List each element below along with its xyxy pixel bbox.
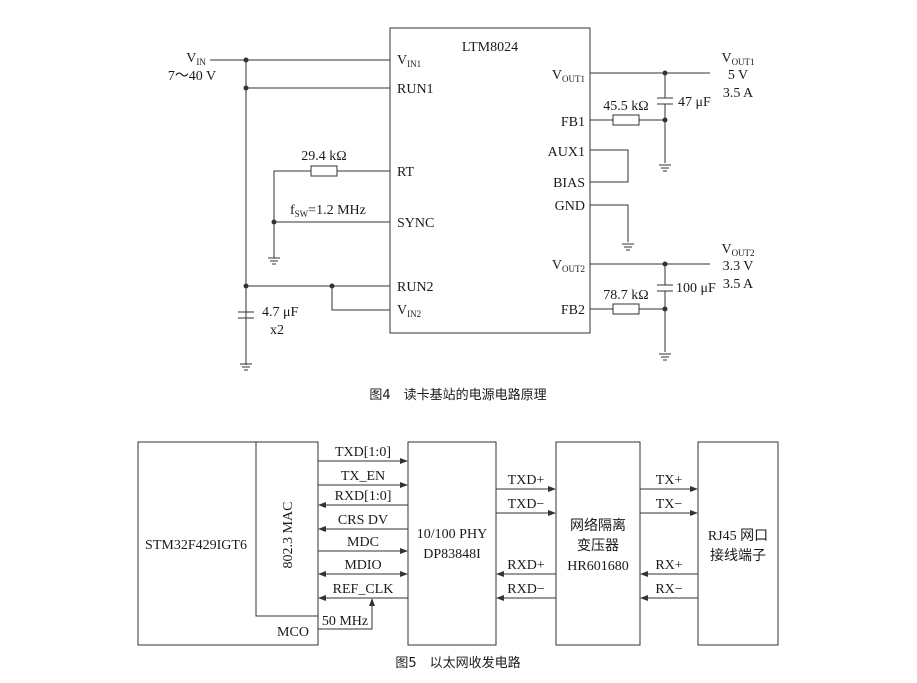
pin-vout2: VOUT2 — [552, 258, 585, 274]
junction-run1 — [243, 85, 249, 91]
rj45-label-line1: RJ45 网口 — [708, 529, 768, 544]
vin2-wire — [331, 286, 390, 311]
fsw-label: fSW=1.2 MHz — [290, 203, 366, 219]
signal-rxd: RXD[1:0] — [335, 489, 392, 504]
signal-txd: TXD[1:0] — [335, 445, 391, 460]
figure-4-caption: 图4 读卡基站的电源电路原理 — [369, 387, 546, 403]
pin-fb2: FB2 — [561, 303, 585, 318]
pin-rt: RT — [397, 165, 414, 180]
junction-sync — [271, 219, 277, 225]
ground-symbol-out2 — [659, 353, 671, 361]
pin-vin2: VIN2 — [397, 303, 421, 319]
signal-mdio: MDIO — [344, 558, 381, 573]
signal-tx-minus: TX− — [656, 497, 683, 512]
transformer-label-line2: 变压器 — [577, 538, 619, 554]
ground-symbol-cin — [240, 363, 252, 371]
output1-capacitor — [657, 73, 673, 163]
signal-tx-plus: TX+ — [656, 473, 683, 488]
junction-fb2 — [662, 306, 668, 312]
ground-symbol-rt — [268, 257, 280, 265]
fb2-resistor-value: 78.7 kΩ — [603, 288, 648, 303]
junction-vin2 — [329, 283, 335, 289]
pin-bias: BIAS — [553, 176, 585, 191]
signal-rx-minus: RX− — [655, 582, 682, 597]
chip-label: LTM8024 — [462, 40, 518, 55]
phy-label-line1: 10/100 PHY — [417, 527, 487, 542]
mco-label: MCO — [277, 625, 309, 640]
signal-tx-en: TX_EN — [341, 469, 385, 484]
mii-signal-lines — [318, 458, 408, 630]
vin-label: VIN — [186, 51, 206, 67]
phy-label-line2: DP83848I — [423, 547, 481, 562]
mac-block — [255, 441, 319, 617]
out2-voltage-label: 3.3 V — [723, 259, 754, 274]
signal-rxd-plus: RXD+ — [507, 558, 545, 573]
output2-capacitor — [657, 264, 673, 352]
signal-rxd-minus: RXD− — [507, 582, 545, 597]
gnd-wire — [590, 204, 629, 242]
pin-sync: SYNC — [397, 216, 434, 231]
pin-gnd: GND — [555, 199, 585, 214]
rt-wire — [273, 170, 390, 258]
signal-rx-plus: RX+ — [655, 558, 682, 573]
clock-50mhz-label: 50 MHz — [322, 614, 368, 629]
transformer-rj45-lines — [640, 486, 698, 601]
rj45-label-line2: 接线端子 — [710, 547, 766, 564]
pin-run1: RUN1 — [397, 82, 434, 97]
ltm8024-module — [389, 27, 591, 334]
junction-fb1 — [662, 117, 668, 123]
transformer-label-line3: HR601680 — [567, 559, 628, 574]
out1-name-label: VOUT1 — [721, 51, 754, 67]
signal-crs-dv: CRS DV — [338, 513, 388, 528]
ground-symbol-out1 — [659, 164, 671, 172]
pin-aux1: AUX1 — [548, 145, 585, 160]
input-capacitor — [238, 286, 254, 362]
out1-voltage-label: 5 V — [728, 68, 748, 83]
pin-run2: RUN2 — [397, 280, 434, 295]
ground-symbol-gnd — [622, 243, 634, 251]
transformer-label-line1: 网络隔离 — [570, 517, 626, 534]
out1-current-label: 3.5 A — [723, 86, 754, 101]
pin-fb1: FB1 — [561, 115, 585, 130]
figure-4-power-circuit: LTM8024 VIN 7～40 V 4.7 μF x2 29.4 kΩ fSW… — [168, 27, 755, 403]
rt-resistor — [310, 165, 338, 177]
out2-current-label: 3.5 A — [723, 277, 754, 292]
pin-vin1: VIN1 — [397, 53, 421, 69]
cout2-value: 100 μF — [676, 281, 716, 296]
cin-qty-label: x2 — [270, 323, 284, 338]
aux1-bias-loop — [590, 149, 629, 183]
signal-mdc: MDC — [347, 535, 379, 550]
signal-ref-clk: REF_CLK — [333, 582, 394, 597]
out2-name-label: VOUT2 — [721, 242, 754, 258]
fb1-resistor-value: 45.5 kΩ — [603, 99, 648, 114]
signal-txd-plus: TXD+ — [508, 473, 545, 488]
signal-txd-minus: TXD− — [508, 497, 545, 512]
rj45-block — [697, 441, 779, 646]
figure-5-caption: 图5 以太网收发电路 — [395, 655, 520, 671]
mco-clock-line — [318, 604, 373, 630]
mac-label: 802.3 MAC — [281, 502, 296, 569]
vin-range-label: 7～40 V — [168, 69, 216, 84]
phy-block — [407, 441, 497, 646]
figure-5-ethernet-circuit: STM32F429IGT6 802.3 MAC MCO 10/100 PHY D… — [137, 441, 779, 671]
phy-transformer-lines — [496, 486, 556, 601]
fb2-resistor — [612, 303, 640, 315]
fb1-resistor — [612, 114, 640, 126]
cin-value-label: 4.7 μF — [262, 305, 299, 320]
pin-vout1: VOUT1 — [552, 68, 585, 84]
junction-vin — [243, 57, 249, 63]
cout1-value: 47 μF — [678, 95, 711, 110]
mcu-label: STM32F429IGT6 — [145, 538, 247, 553]
rt-resistor-value: 29.4 kΩ — [301, 149, 346, 164]
transformer-block — [555, 441, 641, 646]
